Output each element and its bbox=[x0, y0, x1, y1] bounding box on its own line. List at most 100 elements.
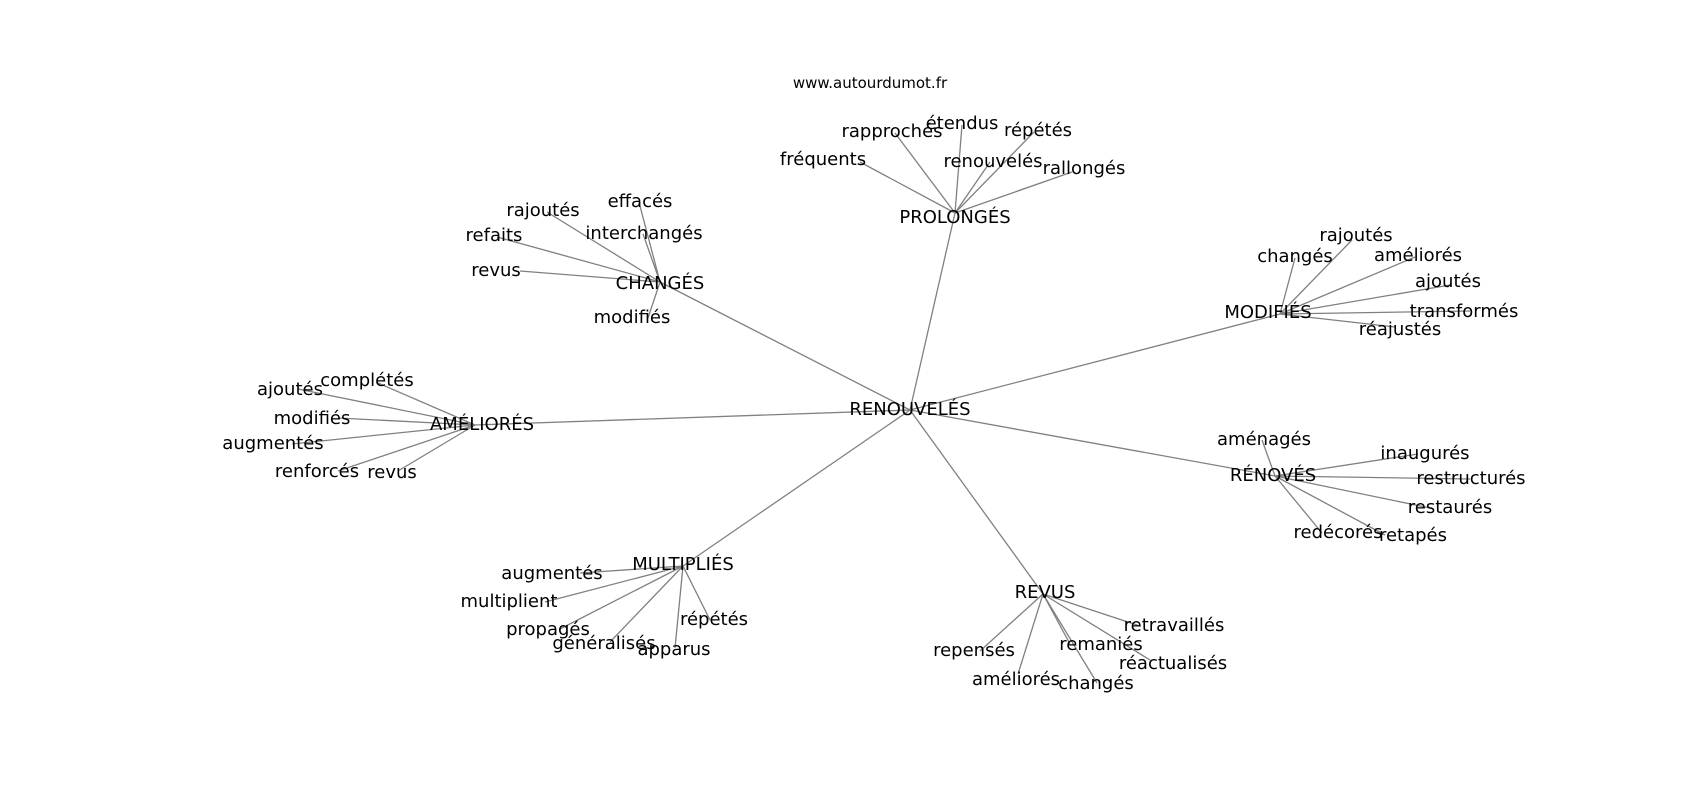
edge-modifies-rajoutes bbox=[1279, 239, 1353, 315]
leaf-node-changes-revus: revus bbox=[471, 260, 521, 281]
edge-ameliores-augmentes bbox=[291, 424, 476, 445]
leaf-node-multiplies-generalises: généralisés bbox=[552, 633, 655, 654]
leaf-node-renoves-redecores: redécorés bbox=[1294, 522, 1383, 543]
edge-multiplies-propages bbox=[559, 565, 684, 630]
leaf-node-multiplies-multiplient: multiplient bbox=[461, 591, 558, 612]
edge-revus-retravailles bbox=[1042, 593, 1141, 627]
edge-prolonges-rallonges bbox=[954, 171, 1073, 214]
leaf-node-ameliores-ajoutes: ajoutés bbox=[257, 379, 323, 400]
edge-center-renoves bbox=[909, 409, 1276, 477]
edge-renoves-retapes bbox=[1274, 475, 1386, 536]
edge-ameliores-completes bbox=[377, 382, 476, 426]
edge-changes-interchanges bbox=[642, 233, 661, 283]
edge-center-multiplies bbox=[682, 409, 911, 567]
edge-changes-refaits bbox=[496, 236, 661, 283]
leaf-node-prolonges-frequents: fréquents bbox=[780, 149, 866, 170]
leaf-node-modifies-transformes: transformés bbox=[1410, 301, 1519, 322]
leaf-node-renoves-restructures: restructurés bbox=[1416, 468, 1525, 489]
edge-modifies-reajustes bbox=[1279, 313, 1396, 328]
leaf-node-ameliores-augmentes: augmentés bbox=[222, 433, 323, 454]
leaf-node-revus-changes: changés bbox=[1058, 673, 1134, 694]
edge-renoves-redecores bbox=[1274, 475, 1323, 534]
leaf-node-changes-refaits: refaits bbox=[466, 225, 523, 246]
leaf-node-revus-repenses: repensés bbox=[933, 640, 1015, 661]
edge-ameliores-ajoutes bbox=[297, 388, 476, 426]
edge-changes-revus bbox=[519, 270, 661, 283]
cluster-node-changes: CHANGÉS bbox=[616, 272, 705, 294]
leaf-node-ameliores-modifies: modifiés bbox=[274, 408, 351, 429]
edge-multiplies-generalises bbox=[609, 565, 684, 643]
edge-ameliores-modifies bbox=[337, 417, 476, 426]
edge-center-modifies bbox=[909, 313, 1281, 411]
edge-revus-repenses bbox=[979, 593, 1044, 652]
edge-prolonges-etendus bbox=[954, 124, 963, 214]
leaf-node-ameliores-revus: revus bbox=[367, 462, 417, 483]
edge-revus-ameliores bbox=[1017, 593, 1044, 675]
cluster-node-prolonges: PROLONGÉS bbox=[899, 206, 1010, 228]
leaf-node-changes-rajoutes: rajoutés bbox=[506, 200, 579, 221]
leaf-node-modifies-rajoutes: rajoutés bbox=[1319, 225, 1392, 246]
cluster-node-modifies: MODIFIÉS bbox=[1224, 301, 1311, 323]
edge-modifies-changes bbox=[1279, 257, 1296, 315]
leaf-node-ameliores-completes: complétés bbox=[320, 370, 413, 391]
leaf-node-modifies-ameliores: améliorés bbox=[1374, 245, 1462, 266]
edge-ameliores-revus bbox=[397, 424, 476, 472]
leaf-node-prolonges-rallonges: rallongés bbox=[1043, 158, 1126, 179]
leaf-node-revus-retravailles: retravaillés bbox=[1124, 615, 1225, 636]
leaf-node-multiplies-apparus: apparus bbox=[637, 639, 710, 660]
edge-changes-rajoutes bbox=[546, 211, 661, 283]
leaf-node-revus-remanies: remaniés bbox=[1059, 634, 1143, 655]
leaf-node-prolonges-renouveles: renouvelés bbox=[943, 151, 1042, 172]
edge-changes-modifies bbox=[647, 281, 661, 319]
edge-modifies-ameliores bbox=[1279, 256, 1416, 315]
center-node-label: RENOUVELÉS bbox=[849, 398, 970, 420]
leaf-node-modifies-changes: changés bbox=[1257, 246, 1333, 267]
edge-modifies-transformes bbox=[1279, 310, 1471, 315]
edge-revus-changes bbox=[1042, 593, 1098, 684]
edge-revus-reactualises bbox=[1042, 593, 1151, 661]
leaf-node-changes-modifies: modifiés bbox=[594, 307, 671, 328]
edge-renoves-amenages bbox=[1261, 439, 1276, 477]
watermark-text: www.autourdumot.fr bbox=[793, 74, 948, 92]
leaf-node-revus-reactualises: réactualisés bbox=[1119, 653, 1227, 674]
leaf-node-renoves-amenages: aménagés bbox=[1217, 429, 1311, 450]
leaf-node-modifies-reajustes: réajustés bbox=[1359, 319, 1441, 340]
edge-multiplies-apparus bbox=[674, 565, 684, 649]
leaf-node-modifies-ajoutes: ajoutés bbox=[1415, 271, 1481, 292]
leaf-node-multiplies-augmentes: augmentés bbox=[501, 563, 602, 584]
leaf-node-renoves-restaures: restaurés bbox=[1408, 497, 1492, 518]
cluster-node-multiplies: MULTIPLIÉS bbox=[632, 553, 734, 575]
edge-ameliores-renforces bbox=[337, 424, 476, 472]
edge-center-prolonges bbox=[909, 212, 956, 411]
leaf-node-renoves-retapes: retapés bbox=[1379, 525, 1447, 546]
edge-prolonges-rapproches bbox=[894, 132, 956, 214]
edge-renoves-inaugures bbox=[1274, 453, 1419, 477]
edge-center-changes bbox=[659, 281, 911, 411]
leaf-node-prolonges-rapproches: rapprochés bbox=[841, 121, 942, 142]
edge-center-ameliores bbox=[474, 409, 911, 426]
leaf-node-multiplies-repetes: répétés bbox=[680, 609, 748, 630]
edge-prolonges-frequents bbox=[859, 161, 956, 214]
cluster-node-ameliores: AMÉLIORÉS bbox=[430, 413, 534, 435]
edge-multiplies-multiplient bbox=[544, 565, 684, 603]
edge-prolonges-repetes bbox=[954, 131, 1035, 214]
cluster-node-revus: REVUS bbox=[1015, 582, 1076, 603]
leaf-node-renoves-inaugures: inaugurés bbox=[1380, 443, 1469, 464]
edge-renoves-restructures bbox=[1274, 475, 1471, 480]
edge-multiplies-repetes bbox=[682, 565, 711, 621]
graph-edges bbox=[291, 124, 1471, 684]
cluster-node-renoves: RÉNOVÉS bbox=[1230, 464, 1316, 486]
leaf-node-multiplies-propages: propagés bbox=[506, 619, 590, 640]
leaf-node-revus-ameliores: améliorés bbox=[972, 669, 1060, 690]
edge-center-revus bbox=[909, 409, 1044, 595]
leaf-node-prolonges-repetes: répétés bbox=[1004, 120, 1072, 141]
edge-modifies-ajoutes bbox=[1279, 284, 1451, 315]
leaf-node-changes-interchanges: interchangés bbox=[585, 223, 702, 244]
leaf-node-ameliores-renforces: renforcés bbox=[275, 461, 359, 482]
leaf-node-changes-effaces: effacés bbox=[608, 191, 673, 212]
graph-labels: RENOUVELÉSPROLONGÉSfréquentsrapprochését… bbox=[222, 113, 1525, 694]
edge-multiplies-augmentes bbox=[579, 565, 684, 574]
edge-changes-effaces bbox=[639, 205, 661, 283]
edge-renoves-restaures bbox=[1274, 475, 1431, 509]
